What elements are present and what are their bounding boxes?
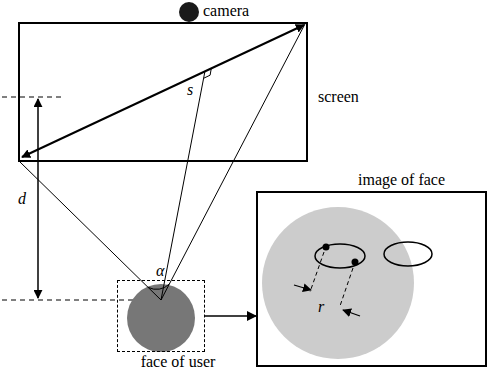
- eye-corner-dot: [352, 259, 359, 266]
- dimension-arrow: [37, 99, 39, 298]
- reference-line: [2, 97, 62, 98]
- camera-node: camera: [179, 2, 199, 22]
- dimension-line: [340, 268, 353, 306]
- face-circle: [127, 284, 195, 352]
- dimension-arrow: [294, 285, 311, 290]
- camera-dot: [179, 2, 199, 22]
- right-angle-mark: [204, 68, 212, 78]
- eye-outline: [384, 242, 432, 266]
- dimension-label: r: [318, 298, 324, 316]
- diagonal-arrow: [22, 25, 304, 157]
- angle-arc: [148, 284, 169, 289]
- dimension-line: [310, 252, 324, 292]
- node-label: camera: [203, 2, 249, 20]
- node-label: face of user: [141, 353, 216, 371]
- screen-box: screen: [18, 22, 308, 162]
- node-label: image of face: [358, 171, 445, 189]
- face-image-circle: [262, 207, 414, 359]
- node-label: screen: [318, 88, 359, 106]
- image-panel: image of face: [256, 191, 487, 367]
- eye-outline: [315, 244, 365, 268]
- camera-dot: [179, 2, 199, 22]
- dimension-label: α: [156, 262, 164, 280]
- dimension-label: d: [18, 190, 26, 208]
- dimension-arrow: [343, 310, 360, 316]
- dimension-label: s: [187, 81, 193, 99]
- eye-corner-dot: [323, 244, 330, 251]
- flow-arrow: [205, 315, 256, 317]
- perpendicular-line: [161, 71, 205, 300]
- face-box: face of user: [117, 280, 205, 352]
